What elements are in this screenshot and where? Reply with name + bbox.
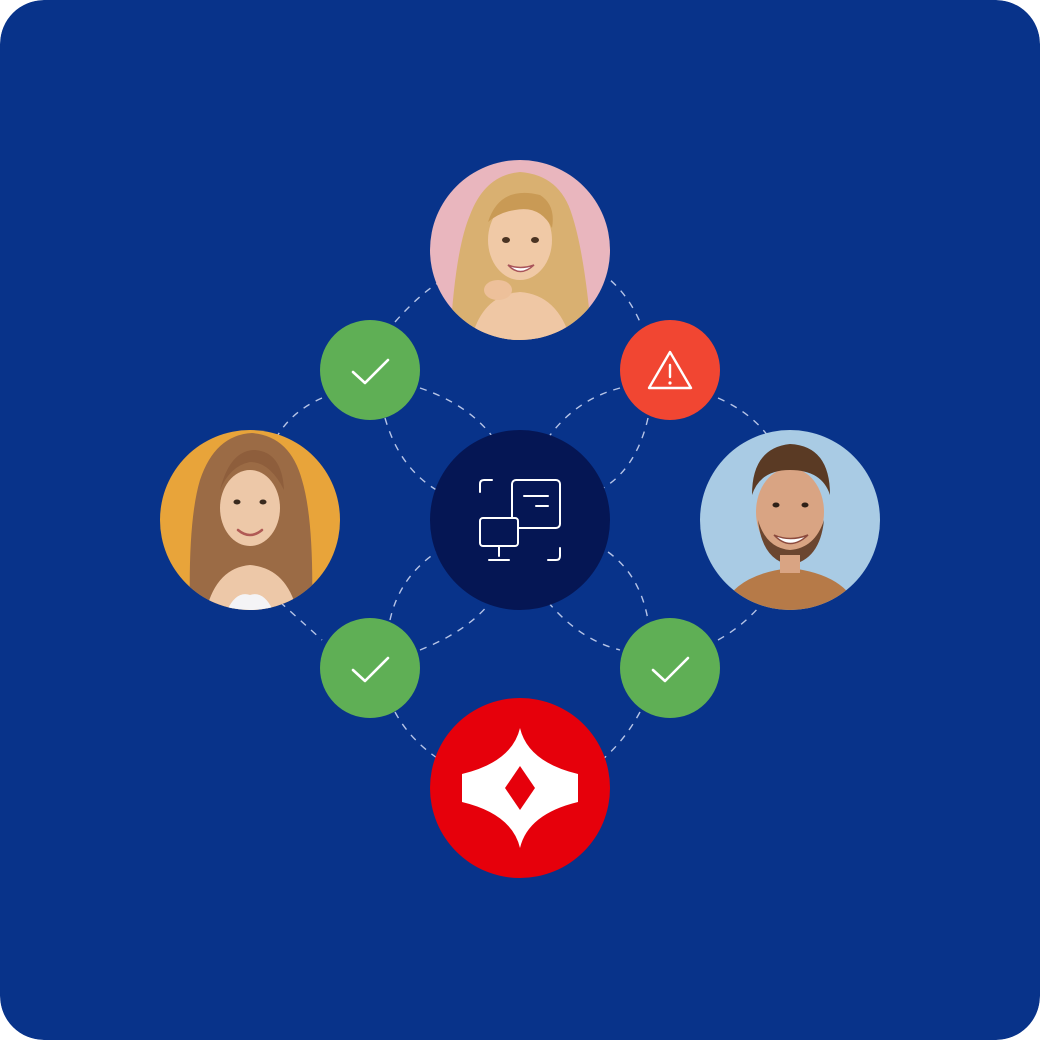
hub-node [430, 430, 610, 610]
status-badge-success [320, 320, 420, 420]
check-icon [651, 656, 690, 683]
status-badge-success [620, 618, 720, 718]
screen-scan-icon [479, 479, 561, 561]
check-icon [351, 358, 390, 385]
status-badge-success [320, 618, 420, 718]
avatar-top [430, 160, 610, 340]
warning-icon [647, 350, 693, 390]
brand-logo [430, 698, 610, 878]
status-badge-warning [620, 320, 720, 420]
avatar-right [700, 430, 880, 610]
avatar-left [160, 430, 340, 610]
check-icon [351, 656, 390, 683]
four-point-star-logo [462, 728, 578, 848]
